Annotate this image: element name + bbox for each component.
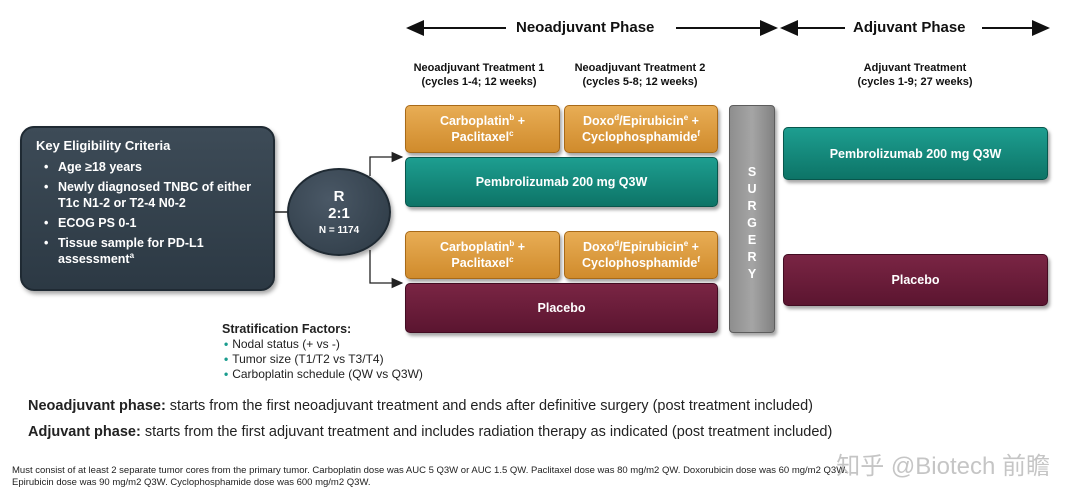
- eligibility-item: ECOG PS 0-1: [44, 215, 261, 231]
- paclitaxel-line: Paclitaxelc: [451, 129, 513, 145]
- randomization-circle: R 2:1 N = 1174: [287, 168, 391, 256]
- footnote-marker: f: [697, 128, 700, 138]
- stratification-item: •Nodal status (+ vs -): [222, 337, 423, 352]
- cyclo-line: Cyclophosphamidef: [582, 129, 700, 145]
- surgery-letter: R: [747, 250, 757, 264]
- adjuvant-definition-label: Adjuvant phase:: [28, 424, 141, 440]
- adjuvant-definition: Adjuvant phase: starts from the first ad…: [28, 424, 832, 440]
- footnote-marker: c: [509, 254, 514, 264]
- neo-treatment-2-header: Neoadjuvant Treatment 2 (cycles 5-8; 12 …: [560, 61, 720, 89]
- eligibility-title: Key Eligibility Criteria: [36, 138, 171, 153]
- epirubicin-text: /Epirubicin: [619, 240, 684, 254]
- eligibility-item: Age ≥18 years: [44, 159, 261, 175]
- paclitaxel-text: Paclitaxel: [451, 130, 510, 144]
- rand-to-placebo-arm-line: [369, 250, 404, 289]
- footnote-marker: b: [509, 238, 515, 248]
- doxo-epi-line: Doxod/Epirubicine +: [583, 239, 699, 255]
- eligibility-list: Age ≥18 years Newly diagnosed TNBC of ei…: [36, 159, 261, 267]
- pembrolizumab-neoadjuvant-box: Pembrolizumab 200 mg Q3W: [405, 157, 718, 207]
- doxo-epi-cyclo-box-arm1: Doxod/Epirubicine + Cyclophosphamidef: [564, 105, 718, 153]
- doxo-text: Doxo: [583, 114, 615, 128]
- footnote-marker: a: [129, 250, 135, 260]
- plus-text: +: [514, 240, 526, 254]
- footnote-marker: c: [509, 128, 514, 138]
- neo-treatment-2-cycles: (cycles 5-8; 12 weeks): [582, 76, 698, 88]
- carboplatin-line: Carboplatinb +: [440, 239, 525, 255]
- adjuvant-treatment-title: Adjuvant Treatment: [863, 62, 967, 74]
- paclitaxel-line: Paclitaxelc: [451, 255, 513, 271]
- neo-treatment-1-cycles: (cycles 1-4; 12 weeks): [421, 76, 537, 88]
- neo-treatment-1-header: Neoadjuvant Treatment 1 (cycles 1-4; 12 …: [398, 61, 560, 89]
- randomization-ratio: 2:1: [328, 205, 350, 222]
- neoadjuvant-definition-text: starts from the first neoadjuvant treatm…: [165, 398, 813, 414]
- neo-treatment-1-title: Neoadjuvant Treatment 1: [413, 62, 545, 74]
- eligibility-item: Tissue sample for PD-L1 assessmenta: [44, 235, 261, 267]
- randomization-n: N = 1174: [318, 225, 360, 236]
- eligibility-item: Newly diagnosed TNBC of either T1c N1-2 …: [44, 179, 261, 211]
- plus-text: +: [688, 114, 699, 128]
- stratification-item-text: Carboplatin schedule (QW vs Q3W): [232, 367, 423, 381]
- stratification-title: Stratification Factors:: [222, 322, 352, 336]
- footnote-marker: e: [683, 112, 689, 122]
- pembrolizumab-text: Pembrolizumab 200 mg Q3W: [475, 175, 648, 189]
- placebo-adjuvant-box: Placebo: [783, 254, 1048, 306]
- footnote-marker: e: [683, 238, 689, 248]
- footnote-marker: d: [614, 238, 620, 248]
- stratification-item-text: Nodal status (+ vs -): [232, 337, 340, 351]
- stratification-item: •Tumor size (T1/T2 vs T3/T4): [222, 352, 423, 367]
- cyclophosphamide-text: Cyclophosphamide: [582, 256, 698, 270]
- plus-text: +: [514, 114, 526, 128]
- cyclo-line: Cyclophosphamidef: [582, 255, 700, 271]
- carboplatin-line: Carboplatinb +: [440, 113, 525, 129]
- adjuvant-definition-text: starts from the first adjuvant treatment…: [140, 424, 833, 440]
- surgery-column: S U R G E R Y: [729, 105, 775, 333]
- neoadjuvant-definition-label: Neoadjuvant phase:: [28, 398, 166, 414]
- carboplatin-text: Carboplatin: [439, 240, 510, 254]
- rand-to-pembro-arm-line: [369, 151, 404, 176]
- paclitaxel-text: Paclitaxel: [451, 256, 510, 270]
- bullet-icon: •: [224, 367, 229, 381]
- surgery-letter: Y: [747, 267, 757, 281]
- cyclophosphamide-text: Cyclophosphamide: [582, 130, 698, 144]
- doxo-epi-line: Doxod/Epirubicine +: [583, 113, 699, 129]
- carboplatin-paclitaxel-box-arm2: Carboplatinb + Paclitaxelc: [405, 231, 560, 279]
- epirubicin-text: /Epirubicin: [619, 114, 684, 128]
- stratification-item-text: Tumor size (T1/T2 vs T3/T4): [232, 352, 384, 366]
- watermark: 知乎 @Biotech 前瞻: [836, 453, 1050, 480]
- surgery-letter: U: [747, 182, 757, 196]
- bullet-icon: •: [224, 352, 229, 366]
- stratification-factors: Stratification Factors: •Nodal status (+…: [222, 322, 423, 382]
- randomization-label: R: [333, 188, 345, 205]
- placebo-text: Placebo: [537, 301, 586, 315]
- neoadjuvant-definition: Neoadjuvant phase: starts from the first…: [28, 398, 813, 414]
- placebo-neoadjuvant-box: Placebo: [405, 283, 718, 333]
- doxo-epi-cyclo-box-arm2: Doxod/Epirubicine + Cyclophosphamidef: [564, 231, 718, 279]
- pembrolizumab-text: Pembrolizumab 200 mg Q3W: [829, 146, 1002, 161]
- stratification-item: •Carboplatin schedule (QW vs Q3W): [222, 367, 423, 382]
- adjuvant-treatment-header: Adjuvant Treatment (cycles 1-9; 27 weeks…: [812, 61, 1018, 89]
- footnote-marker: f: [697, 254, 700, 264]
- bullet-icon: •: [224, 337, 229, 351]
- neoadjuvant-phase-title: Neoadjuvant Phase: [508, 19, 663, 36]
- footnote-line-2: Epirubicin dose was 90 mg/m2 Q3W. Cyclop…: [12, 477, 371, 488]
- surgery-letter: S: [747, 165, 757, 179]
- carboplatin-text: Carboplatin: [439, 114, 510, 128]
- surgery-letter: E: [747, 233, 757, 247]
- footnote-marker: d: [614, 112, 620, 122]
- placebo-text: Placebo: [891, 273, 940, 287]
- adjuvant-phase-title: Adjuvant Phase: [845, 19, 974, 36]
- neo-treatment-2-title: Neoadjuvant Treatment 2: [574, 62, 706, 74]
- adjuvant-treatment-cycles: (cycles 1-9; 27 weeks): [857, 76, 973, 88]
- pembrolizumab-adjuvant-box: Pembrolizumab 200 mg Q3W: [783, 127, 1048, 180]
- carboplatin-paclitaxel-box-arm1: Carboplatinb + Paclitaxelc: [405, 105, 560, 153]
- eligibility-item-text: Tissue sample for PD-L1 assessment: [58, 236, 204, 266]
- plus-text: +: [688, 240, 699, 254]
- footnote-marker: b: [509, 112, 515, 122]
- surgery-letter: R: [747, 199, 757, 213]
- footnote-line-1: Must consist of at least 2 separate tumo…: [12, 465, 848, 476]
- eligibility-criteria-box: Key Eligibility Criteria Age ≥18 years N…: [20, 126, 275, 291]
- doxo-text: Doxo: [583, 240, 615, 254]
- surgery-letter: G: [747, 216, 757, 230]
